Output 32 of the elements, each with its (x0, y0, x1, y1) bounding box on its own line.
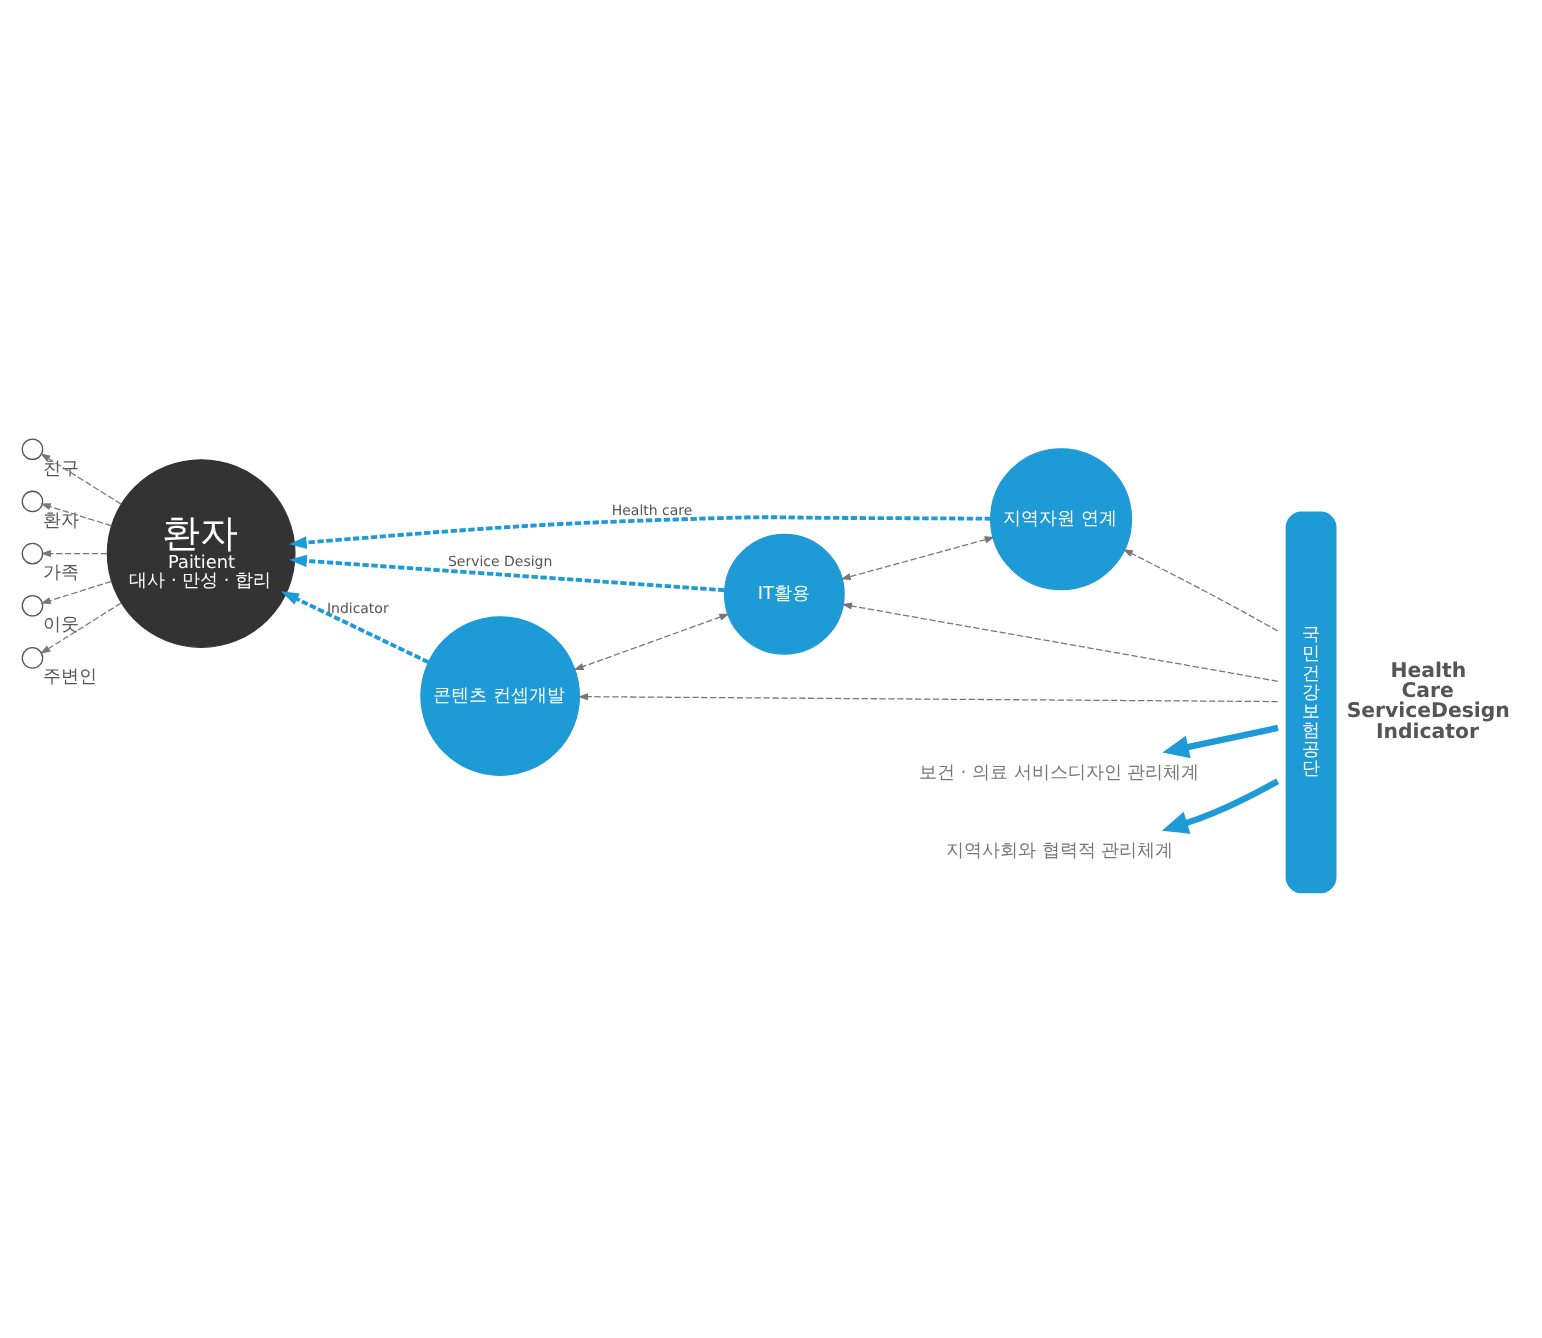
node-label: 가족 (43, 563, 80, 584)
arrow (577, 692, 1279, 702)
arrow (40, 579, 113, 603)
node-circle (21, 437, 44, 460)
node-circle: 콘텐츠 컨셉개발 (420, 615, 581, 775)
arrow (289, 553, 725, 592)
node-label: 환자 (43, 510, 80, 531)
arrow (1162, 723, 1279, 758)
node-label: 이웃 (43, 615, 80, 636)
arrow (841, 601, 1279, 681)
arrow (40, 601, 122, 653)
arrow (40, 502, 113, 526)
arrow (1161, 777, 1280, 833)
node-circle (21, 541, 44, 564)
arrow (281, 590, 430, 663)
node-label: Health Care ServiceDesign Indicator (1346, 659, 1510, 743)
node-label: 주변인 (43, 667, 97, 688)
node-circle: 환자 Paitient 대사 · 만성 · 합리 (106, 458, 296, 647)
arrow (40, 452, 122, 504)
node-box: 국민건강보험공단 (1285, 510, 1337, 893)
arrow (840, 535, 995, 579)
node-label: 친구 (43, 458, 80, 479)
node-circle: IT활용 (723, 532, 845, 654)
node-circle (21, 489, 44, 512)
node-circle (21, 593, 44, 616)
node-text: 지역사회와 협력적 관리체계 (945, 841, 1174, 861)
node-circle (21, 646, 44, 668)
arrow (288, 514, 991, 548)
arrow (1122, 548, 1279, 631)
node-text: 보건 · 의료 서비스디자인 관리체계 (919, 763, 1200, 784)
arrow (40, 549, 108, 557)
arrow (573, 612, 730, 670)
